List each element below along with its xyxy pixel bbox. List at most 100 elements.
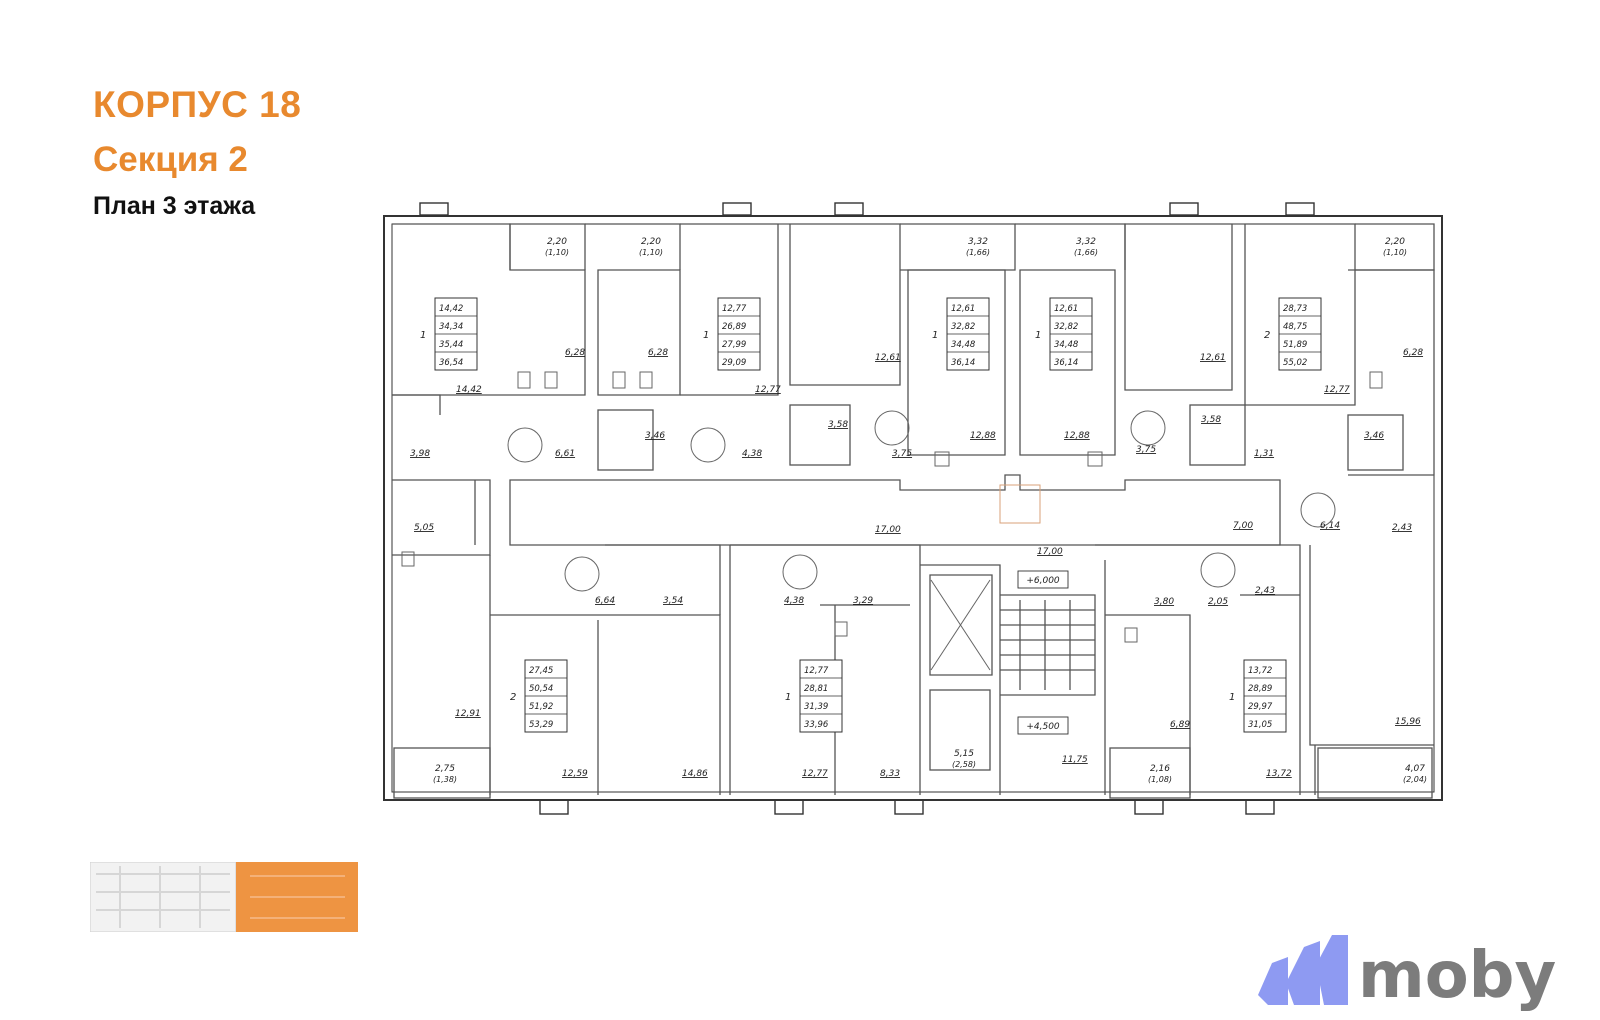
room-count: 1 [1035, 330, 1041, 341]
brand-name: moby [1358, 939, 1556, 1013]
apartment-area-value: 51,92 [529, 702, 553, 712]
moby-logo: moby [1258, 935, 1556, 1013]
balcony-reduced-area: (1,10) [639, 248, 663, 257]
room-area: 12,91 [455, 709, 481, 719]
apartment-area-value: 31,05 [1248, 720, 1272, 730]
room-area: 12,61 [1200, 353, 1226, 363]
room-area: 12,88 [1064, 431, 1090, 441]
floor-plan-title: План 3 этажа [93, 192, 256, 220]
level-mark: +4,500 [1017, 716, 1069, 735]
room-area: 17,00 [875, 525, 901, 535]
room-count: 1 [1229, 692, 1235, 703]
balcony-reduced-area: (1,38) [433, 775, 457, 784]
room-area: 7,00 [1233, 521, 1253, 531]
moby-mark-icon [1258, 935, 1348, 1005]
room-area: 15,96 [1395, 717, 1421, 727]
apartment-area-value: 36,14 [1054, 358, 1078, 368]
room-area: 14,42 [456, 385, 482, 395]
level-marks: +6,000 +4,500 [1017, 570, 1069, 735]
room-count: 1 [420, 330, 426, 341]
apartment-area-value: 36,14 [951, 358, 975, 368]
balcony-area: 3,32 [968, 237, 988, 247]
balcony-area: 2,20 [547, 237, 567, 247]
level-mark: +6,000 [1017, 570, 1069, 589]
room-area: 4,38 [742, 449, 762, 459]
room-area: 5,05 [414, 523, 434, 533]
room-count: 1 [703, 330, 709, 341]
room-area: 8,33 [880, 769, 900, 779]
apartment-area-value: 13,72 [1248, 666, 1272, 676]
apartment-area-value: 48,75 [1283, 322, 1307, 332]
apartment-area-value: 51,89 [1283, 340, 1307, 350]
apartment-area-value: 36,54 [439, 358, 463, 368]
room-area: 3,46 [645, 431, 665, 441]
room-area: 2,43 [1255, 586, 1275, 596]
apartment-area-value: 28,89 [1248, 684, 1272, 694]
balcony-area: 5,15 [954, 749, 974, 759]
room-area: 4,38 [784, 596, 804, 606]
room-area: 3,75 [892, 449, 912, 459]
balcony-reduced-area: (2,58) [952, 760, 976, 769]
balcony-area: 2,16 [1150, 764, 1170, 774]
room-area: 2,43 [1392, 523, 1412, 533]
room-area: 6,61 [555, 449, 575, 459]
apartment-area-value: 12,77 [722, 304, 747, 314]
apartment-area-value: 32,82 [951, 322, 975, 332]
room-area: 12,77 [802, 769, 828, 779]
balcony-area: 4,07 [1405, 764, 1425, 774]
plan-walls [383, 202, 1443, 815]
apartment-area-value: 34,48 [951, 340, 976, 350]
apartment-area-value: 12,77 [804, 666, 829, 676]
balcony-reduced-area: (1,66) [966, 248, 990, 257]
room-count: 1 [785, 692, 791, 703]
level-mark-frame [1017, 716, 1069, 735]
apartment-area-value: 14,42 [439, 304, 463, 314]
apartment-area-value: 29,09 [722, 358, 746, 368]
apartment-area-value: 12,61 [1054, 304, 1078, 314]
apartment-area-value: 26,89 [722, 322, 746, 332]
balcony-reduced-area: (1,10) [545, 248, 569, 257]
apartment-area-value: 53,29 [529, 720, 553, 730]
room-area: 13,72 [1266, 769, 1292, 779]
balcony-area: 2,20 [641, 237, 661, 247]
room-area: 3,58 [828, 420, 848, 430]
room-count: 2 [1264, 330, 1270, 341]
balcony-area: 2,75 [435, 764, 455, 774]
building-title: КОРПУС 18 [93, 84, 302, 125]
room-area: 3,80 [1154, 597, 1174, 607]
apartment-area-value: 28,81 [804, 684, 828, 694]
room-area: 3,75 [1136, 445, 1156, 455]
room-area: 12,59 [562, 769, 588, 779]
section-title: Секция 2 [93, 140, 248, 179]
room-area: 6,28 [565, 348, 585, 358]
apartment-area-value: 29,97 [1248, 702, 1273, 712]
room-area: 3,54 [663, 596, 683, 606]
balcony-area: 3,32 [1076, 237, 1096, 247]
room-area: 12,77 [1324, 385, 1350, 395]
balcony-reduced-area: (1,08) [1148, 775, 1172, 784]
apartment-area-value: 32,82 [1054, 322, 1078, 332]
apartment-area-value: 35,44 [439, 340, 463, 350]
room-area: 3,29 [853, 596, 873, 606]
balcony-labels: 2,20(1,10)2,20(1,10)3,32(1,66)3,32(1,66)… [433, 237, 1427, 784]
apartment-area-value: 28,73 [1283, 304, 1307, 314]
apartment-area-value: 31,39 [804, 702, 828, 712]
room-area: 3,58 [1201, 415, 1221, 425]
section-key-map [90, 862, 358, 932]
room-area: 3,98 [410, 449, 430, 459]
plan-partitions [392, 223, 1435, 799]
room-area: 17,00 [1037, 547, 1063, 557]
room-count: 1 [932, 330, 938, 341]
apartment-area-value: 27,45 [529, 666, 553, 676]
level-value: +6,000 [1026, 576, 1060, 586]
room-area: 2,05 [1208, 597, 1228, 607]
floor-plan: 2,20(1,10)2,20(1,10)3,32(1,66)3,32(1,66)… [383, 202, 1443, 815]
room-area: 12,88 [970, 431, 996, 441]
balcony-reduced-area: (2,04) [1403, 775, 1427, 784]
